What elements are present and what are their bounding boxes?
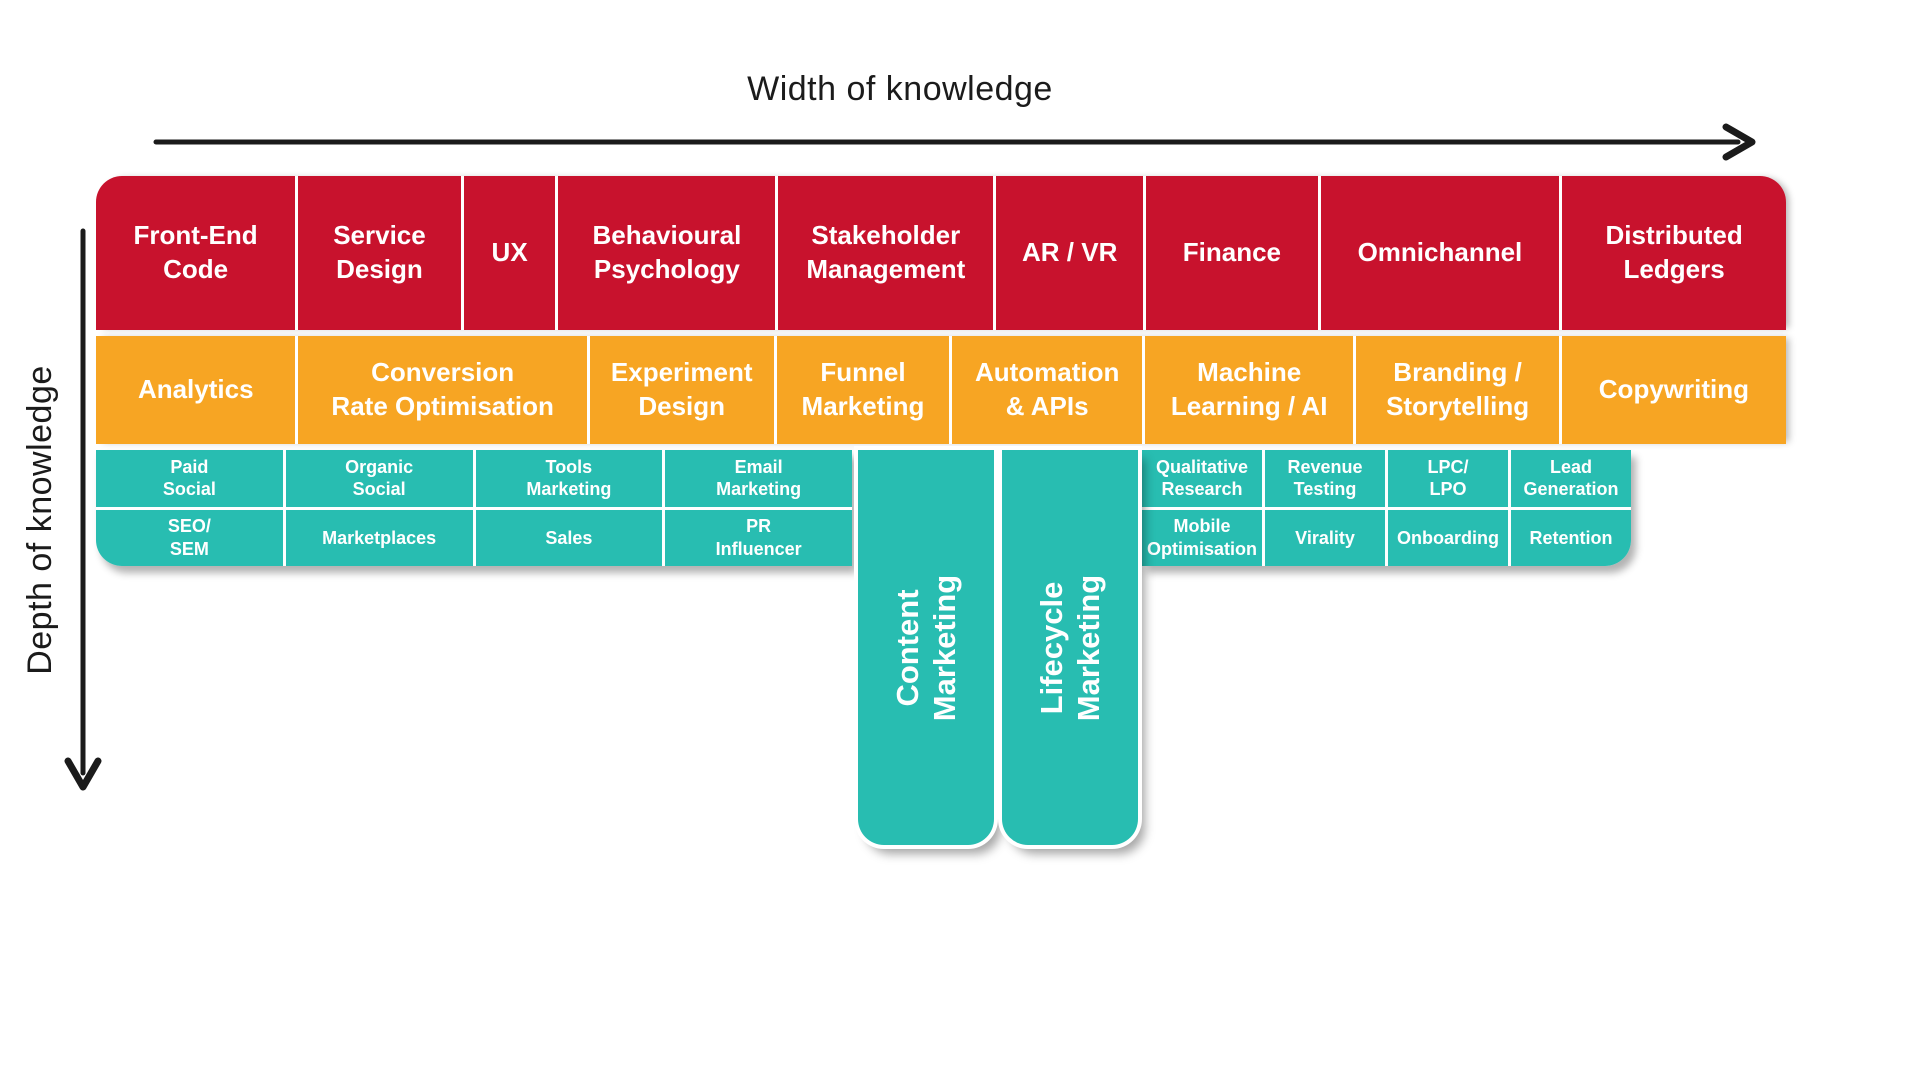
cell-label: UX: [491, 237, 528, 268]
cell-analytics: Analytics: [96, 336, 296, 444]
cell-label: Tools Marketing: [526, 456, 612, 500]
cell-label: Virality: [1295, 527, 1355, 548]
cell-label: LPC/ LPO: [1427, 456, 1469, 500]
cell-organic-social: Organic Social: [285, 450, 473, 507]
cell-label: Funnel Marketing: [801, 357, 925, 421]
cell-label: Paid Social: [162, 456, 216, 500]
cell-label: Service Design: [333, 220, 426, 284]
teal-grid-left: Paid Social Organic Social Tools Marketi…: [96, 450, 852, 566]
width-arrow-icon: [153, 123, 1756, 161]
cell-label: Machine Learning / AI: [1170, 357, 1328, 421]
cell-behavioural-psychology: Behavioural Psychology: [558, 176, 776, 330]
cell-label: PR Influencer: [715, 516, 802, 559]
cell-revenue-testing: Revenue Testing: [1265, 450, 1385, 507]
cell-label: Distributed Ledgers: [1605, 220, 1743, 284]
cell-ar-vr: AR / VR: [996, 176, 1144, 330]
cell-label: Experiment Design: [610, 357, 753, 421]
cell-retention: Retention: [1511, 509, 1631, 566]
cell-label: Copywriting: [1598, 374, 1749, 405]
cell-label: Revenue Testing: [1287, 456, 1363, 500]
cell-email-marketing: Email Marketing: [665, 450, 852, 507]
cell-conversion-rate-optimisation: Conversion Rate Optimisation: [298, 336, 587, 444]
cell-front-end-code: Front-End Code: [96, 176, 296, 330]
cell-automation-apis: Automation & APIs: [952, 336, 1142, 444]
cell-funnel-marketing: Funnel Marketing: [776, 336, 950, 444]
cell-qualitative-research: Qualitative Research: [1142, 450, 1262, 507]
column-lifecycle-marketing: Lifecycle Marketing: [1002, 450, 1138, 845]
cell-label: Retention: [1529, 527, 1613, 548]
orange-row: Analytics Conversion Rate Optimisation E…: [96, 336, 1786, 444]
cell-label: Omnichannel: [1357, 237, 1523, 268]
teal-grid-zone: Paid Social Organic Social Tools Marketi…: [96, 450, 1631, 845]
cell-label: Conversion Rate Optimisation: [331, 357, 554, 421]
cell-copywriting: Copywriting: [1561, 336, 1786, 444]
cell-machine-learning-ai: Machine Learning / AI: [1144, 336, 1354, 444]
cell-label: Marketplaces: [322, 527, 437, 548]
depth-arrow-icon: [64, 228, 102, 791]
cell-label: Front-End Code: [133, 220, 258, 284]
cell-ux: UX: [463, 176, 556, 330]
cell-pr-influencer: PR Influencer: [665, 509, 852, 566]
cell-label: Lead Generation: [1523, 456, 1619, 500]
width-axis-label: Width of knowledge: [747, 70, 1053, 108]
cell-label: Email Marketing: [716, 456, 802, 500]
cell-lpc-lpo: LPC/ LPO: [1388, 450, 1508, 507]
column-label: Lifecycle Marketing: [1033, 574, 1106, 721]
cell-label: Organic Social: [345, 456, 414, 500]
cell-finance: Finance: [1146, 176, 1318, 330]
cell-label: Onboarding: [1397, 527, 1499, 548]
red-row: Front-End Code Service Design UX Behavio…: [96, 176, 1786, 330]
cell-lead-generation: Lead Generation: [1511, 450, 1631, 507]
cell-label: Sales: [545, 527, 593, 548]
cell-label: SEO/ SEM: [167, 516, 211, 559]
cell-label: Behavioural Psychology: [592, 220, 742, 284]
cell-label: Mobile Optimisation: [1146, 516, 1257, 559]
cell-seo-sem: SEO/ SEM: [96, 509, 283, 566]
cell-label: Qualitative Research: [1155, 456, 1249, 500]
column-content-marketing: Content Marketing: [858, 450, 994, 845]
cell-sales: Sales: [475, 509, 663, 566]
cell-stakeholder-management: Stakeholder Management: [778, 176, 994, 330]
cell-onboarding: Onboarding: [1388, 509, 1508, 566]
cell-label: Automation & APIs: [974, 357, 1120, 421]
cell-branding-storytelling: Branding / Storytelling: [1356, 336, 1559, 444]
cell-omnichannel: Omnichannel: [1320, 176, 1560, 330]
cell-label: Stakeholder Management: [806, 220, 966, 284]
cell-mobile-optimisation: Mobile Optimisation: [1142, 509, 1262, 566]
cell-service-design: Service Design: [298, 176, 461, 330]
cell-label: Finance: [1182, 237, 1282, 268]
cell-experiment-design: Experiment Design: [589, 336, 774, 444]
cell-tools-marketing: Tools Marketing: [475, 450, 663, 507]
cell-label: AR / VR: [1022, 237, 1118, 268]
cell-paid-social: Paid Social: [96, 450, 283, 507]
cell-label: Analytics: [137, 374, 254, 405]
cell-label: Branding / Storytelling: [1386, 357, 1530, 421]
cell-virality: Virality: [1265, 509, 1385, 566]
cell-distributed-ledgers: Distributed Ledgers: [1562, 176, 1786, 330]
column-label: Content Marketing: [889, 574, 962, 721]
teal-grid-right: Qualitative Research Revenue Testing LPC…: [1142, 450, 1631, 566]
cell-marketplaces: Marketplaces: [285, 509, 473, 566]
